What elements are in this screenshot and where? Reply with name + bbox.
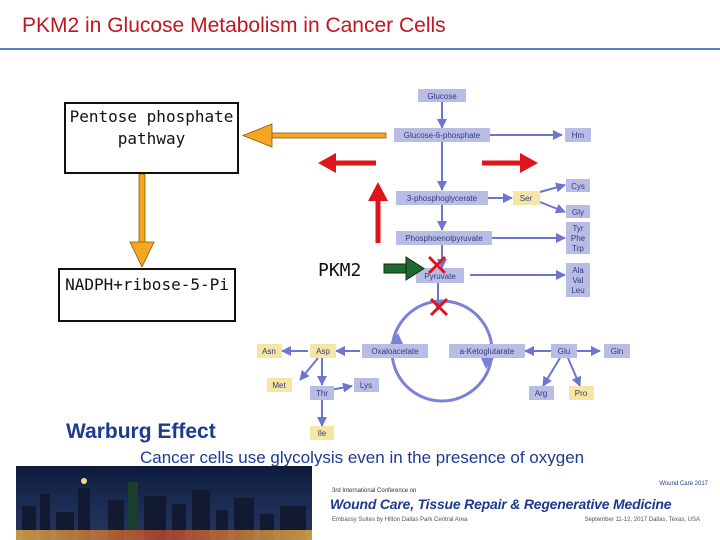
skyline-building xyxy=(78,488,90,540)
pathway-arrows xyxy=(281,102,601,427)
inhibition-marks xyxy=(427,255,449,317)
x-mark-tca-entry xyxy=(429,297,449,317)
conference-edition: 3rd International Conference on xyxy=(332,488,417,494)
conference-tag: Wound Care 2017 xyxy=(659,481,708,487)
metabolite-gly: Gly xyxy=(572,208,584,217)
metabolite-glu: Glu xyxy=(558,347,570,356)
metabolite-pro: Pro xyxy=(575,389,588,398)
ppp-orange-arrow xyxy=(241,123,387,148)
title-divider xyxy=(0,48,720,50)
nadph-ribose-box: NADPH+ribose-5-Pi xyxy=(58,268,236,322)
metabolite-g6p: Glucose-6-phosphate xyxy=(404,131,481,140)
warburg-effect-heading: Warburg Effect xyxy=(66,420,216,443)
red-arrows xyxy=(318,153,538,243)
metabolite-thr: Thr xyxy=(316,389,328,398)
metabolite-arg: Arg xyxy=(535,389,547,398)
warburg-effect-caption: Cancer cells use glycolysis even in the … xyxy=(140,448,585,467)
metabolite-asn: Asn xyxy=(262,347,276,356)
metabolite-pyruvate: Pyruvate xyxy=(424,272,456,281)
conference-venue: Embassy Suites by Hilton Dallas Park Cen… xyxy=(332,517,468,523)
metabolite-gln: Gln xyxy=(611,347,623,356)
metabolite-trp: Trp xyxy=(572,244,584,253)
metabolite-cys: Cys xyxy=(571,182,585,191)
metabolite-nodes: Glucose Glucose-6-phosphate Hm 3-phospho… xyxy=(257,89,630,440)
nadph-orange-arrow xyxy=(129,173,155,268)
conference-date: September 11-12, 2017 Dallas, Texas, USA xyxy=(584,517,700,523)
red-arrow-right xyxy=(482,153,538,173)
red-arrow-up xyxy=(368,182,388,243)
metabolite-met: Met xyxy=(272,381,286,390)
metabolite-pep: Phosphoenolpyruvate xyxy=(405,234,483,243)
slide-title: PKM2 in Glucose Metabolism in Cancer Cel… xyxy=(22,14,446,37)
skyline-building xyxy=(128,482,138,540)
metabolite-tyr: Tyr xyxy=(572,224,583,233)
red-arrow-left xyxy=(318,153,376,173)
metabolite-lys: Lys xyxy=(360,381,372,390)
metabolite-ala: Ala xyxy=(572,266,584,275)
tower-light xyxy=(81,478,87,484)
metabolite-glucose: Glucose xyxy=(427,92,457,101)
x-mark-pyruvate xyxy=(427,255,447,275)
city-skyline-image xyxy=(16,466,312,540)
metabolite-phe: Phe xyxy=(571,234,586,243)
skyline-building xyxy=(144,496,166,540)
conference-banner: Wound Care 2017 3rd International Confer… xyxy=(312,466,720,540)
skyline-building xyxy=(40,494,50,540)
orange-arrows xyxy=(129,123,387,268)
pentose-phosphate-box: Pentose phosphate pathway xyxy=(64,102,239,174)
metabolite-leu: Leu xyxy=(571,286,584,295)
metabolite-akg: a-Ketoglutarate xyxy=(460,347,515,356)
metabolite-ile: Ile xyxy=(318,429,327,438)
metabolite-oaa: Oxaloacetate xyxy=(371,347,419,356)
metabolite-3pg: 3-phosphoglycerate xyxy=(407,194,478,203)
conference-title: Wound Care, Tissue Repair & Regenerative… xyxy=(330,496,672,512)
metabolite-ser: Ser xyxy=(520,194,533,203)
skyline-building xyxy=(234,498,254,540)
metabolite-val: Val xyxy=(573,276,584,285)
skyline-building xyxy=(192,490,210,540)
metabolite-hm: Hm xyxy=(572,131,585,140)
skyline-lights xyxy=(16,530,312,540)
pkm2-label: PKM2 xyxy=(318,260,362,281)
metabolite-asp: Asp xyxy=(316,347,330,356)
pkm2-green-arrow xyxy=(383,256,425,281)
